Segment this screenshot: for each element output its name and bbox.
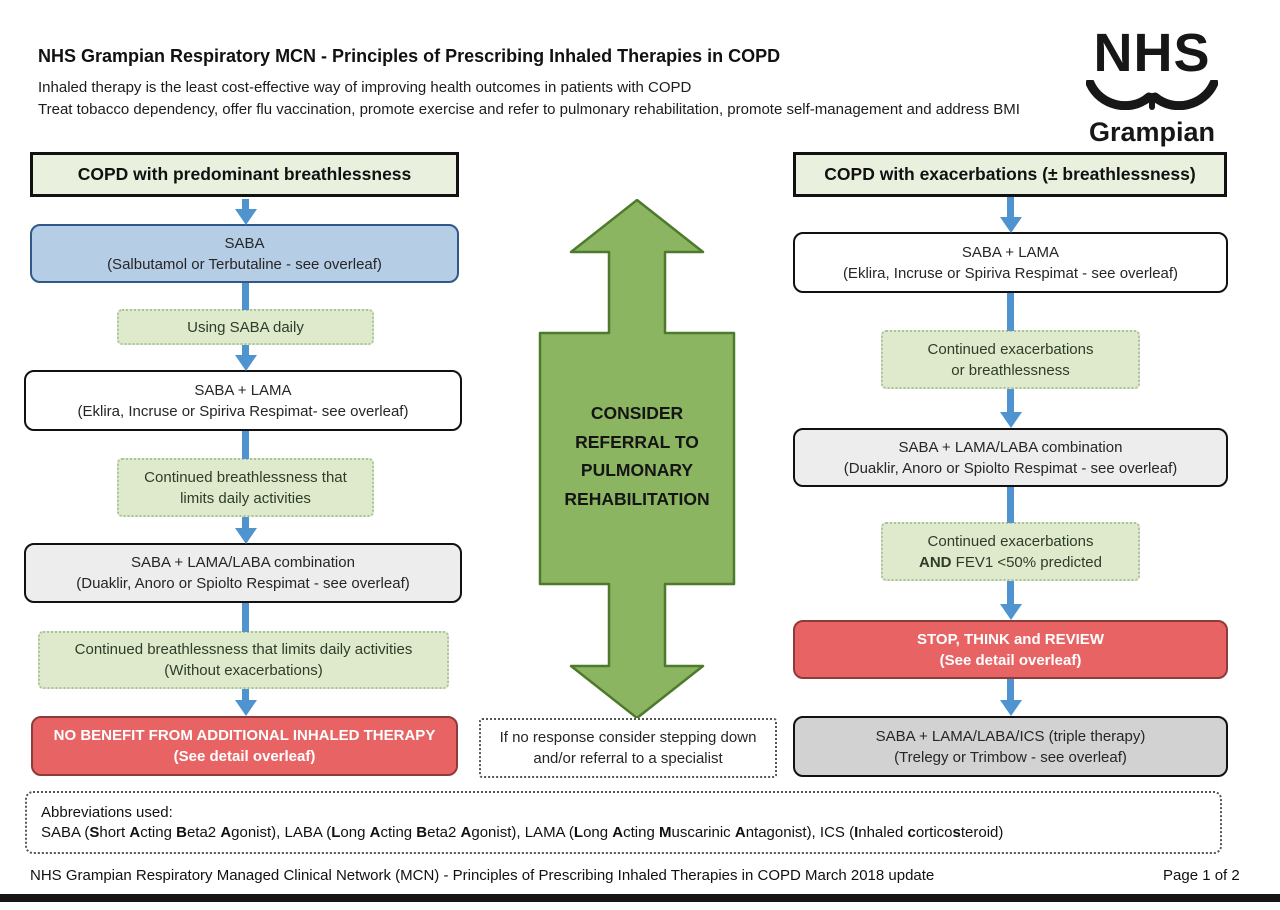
box-saba-lama-laba-right: SABA + LAMA/LABA combination (Duaklir, A… bbox=[793, 428, 1228, 487]
box-saba-lama-right-line1: SABA + LAMA bbox=[961, 243, 1060, 261]
footer-document-title: NHS Grampian Respiratory Managed Clinica… bbox=[30, 867, 935, 884]
left-column-header-label: COPD with predominant breathlessness bbox=[77, 164, 412, 184]
flow-connector bbox=[242, 199, 249, 210]
box-triple-therapy-line2: (Trelegy or Trimbow - see overleaf) bbox=[894, 748, 1127, 766]
footer-page-number: Page 1 of 2 bbox=[1163, 867, 1240, 884]
hint-using-saba-daily-label: Using SABA daily bbox=[187, 318, 304, 336]
flow-arrowhead-icon bbox=[235, 700, 257, 716]
hint-continued-breathlessness: Continued breathlessness that limits dai… bbox=[117, 458, 374, 517]
flow-connector bbox=[1007, 197, 1014, 218]
nhs-logo-text: NHS bbox=[1093, 23, 1211, 83]
hint-exacerbations-fev1: Continued exacerbations AND FEV1 <50% pr… bbox=[881, 522, 1140, 581]
box-saba-lama-left: SABA + LAMA (Eklira, Incruse or Spiriva … bbox=[24, 370, 462, 431]
flow-connector bbox=[242, 689, 249, 701]
hint-breathlessness-without-exacerbations-line1: Continued breathlessness that limits dai… bbox=[74, 641, 413, 658]
box-saba-line2: (Salbutamol or Terbutaline - see overlea… bbox=[107, 255, 382, 273]
pulmonary-rehab-label-line1: CONSIDER bbox=[590, 403, 684, 423]
right-column-header-label: COPD with exacerbations (± breathlessnes… bbox=[824, 164, 1196, 184]
flow-connector bbox=[242, 517, 249, 529]
pulmonary-rehab-label-line4: REHABILITATION bbox=[564, 488, 710, 509]
flow-arrowhead-icon bbox=[235, 528, 257, 544]
box-saba: SABA (Salbutamol or Terbutaline - see ov… bbox=[30, 224, 459, 283]
box-no-benefit-line1: NO BENEFIT FROM ADDITIONAL INHALED THERA… bbox=[53, 727, 436, 744]
flow-connector bbox=[1007, 389, 1014, 413]
hint-breathlessness-without-exacerbations: Continued breathlessness that limits dai… bbox=[38, 631, 449, 689]
box-saba-lama-laba-left-line2: (Duaklir, Anoro or Spiolto Respimat - se… bbox=[76, 575, 410, 592]
box-stop-think-line1: STOP, THINK and REVIEW bbox=[917, 630, 1104, 648]
hint-continued-breathlessness-line1: Continued breathlessness that bbox=[144, 468, 347, 486]
flow-arrowhead-icon bbox=[1000, 217, 1022, 233]
box-triple-therapy-line1: SABA + LAMA/LABA/ICS (triple therapy) bbox=[875, 727, 1146, 745]
abbreviations-heading: Abbreviations used: bbox=[41, 804, 173, 821]
pulmonary-rehab-label-line2: REFERRAL TO bbox=[575, 431, 699, 452]
box-saba-lama-left-line2: (Eklira, Incruse or Spiriva Respimat- se… bbox=[77, 402, 409, 420]
right-column-header: COPD with exacerbations (± breathlessnes… bbox=[793, 152, 1227, 197]
subtitle-line-1: Inhaled therapy is the least cost-effect… bbox=[38, 79, 692, 96]
box-no-benefit-warning: NO BENEFIT FROM ADDITIONAL INHALED THERA… bbox=[31, 716, 458, 776]
flow-arrowhead-icon bbox=[235, 355, 257, 371]
flow-connector bbox=[1007, 293, 1014, 331]
hint-exacerbations-fev1-line1: Continued exacerbations bbox=[927, 532, 1094, 550]
pulmonary-rehab-label-line3: PULMONARY bbox=[580, 460, 694, 480]
box-saba-lama-right: SABA + LAMA (Eklira, Incruse or Spiriva … bbox=[793, 232, 1228, 293]
hint-continued-exacerbations: Continued exacerbations or breathlessnes… bbox=[881, 330, 1140, 389]
flow-arrowhead-icon bbox=[235, 209, 257, 225]
box-saba-lama-right-line2: (Eklira, Incruse or Spiriva Respimat - s… bbox=[842, 264, 1179, 282]
flow-arrowhead-icon bbox=[1000, 604, 1022, 620]
flow-connector bbox=[1007, 487, 1014, 523]
abbreviations-box: Abbreviations used: SABA (Short Acting B… bbox=[25, 791, 1222, 854]
flow-connector bbox=[242, 431, 249, 459]
abbreviations-line: SABA (Short Acting Beta2 Agonist), LABA … bbox=[41, 824, 1004, 841]
box-no-response-advice: If no response consider stepping down an… bbox=[479, 718, 777, 778]
hint-continued-breathlessness-line2: limits daily activities bbox=[180, 489, 311, 507]
box-saba-lama-laba-right-line1: SABA + LAMA/LABA combination bbox=[898, 438, 1123, 456]
box-saba-lama-laba-left: SABA + LAMA/LABA combination (Duaklir, A… bbox=[24, 543, 462, 603]
subtitle-line-2: Treat tobacco dependency, offer flu vacc… bbox=[38, 101, 1020, 118]
flow-connector bbox=[1007, 581, 1014, 605]
box-no-benefit-line2: (See detail overleaf) bbox=[173, 748, 316, 765]
page-title: NHS Grampian Respiratory MCN - Principle… bbox=[38, 46, 781, 66]
bottom-page-edge-bar bbox=[0, 894, 1280, 902]
hint-continued-exacerbations-line2: or breathlessness bbox=[951, 361, 1070, 379]
pulmonary-rehab-label: CONSIDER REFERRAL TO PULMONARY REHABILIT… bbox=[548, 399, 726, 513]
box-triple-therapy: SABA + LAMA/LABA/ICS (triple therapy) (T… bbox=[793, 716, 1228, 777]
nhs-logo-swoosh-icon bbox=[1085, 78, 1219, 111]
hint-exacerbations-fev1-line2: AND FEV1 <50% predicted bbox=[918, 553, 1102, 571]
flow-connector bbox=[1007, 679, 1014, 701]
hint-using-saba-daily: Using SABA daily bbox=[117, 309, 374, 345]
left-column-header: COPD with predominant breathlessness bbox=[30, 152, 459, 197]
hint-breathlessness-without-exacerbations-line2: (Without exacerbations) bbox=[164, 662, 323, 679]
flow-connector bbox=[242, 345, 249, 356]
box-saba-lama-laba-left-line1: SABA + LAMA/LABA combination bbox=[131, 554, 355, 571]
box-stop-think-review: STOP, THINK and REVIEW (See detail overl… bbox=[793, 620, 1228, 679]
flow-arrowhead-icon bbox=[1000, 412, 1022, 428]
box-no-response-line2: and/or referral to a specialist bbox=[533, 750, 723, 767]
flow-connector bbox=[242, 283, 249, 310]
flow-arrowhead-icon bbox=[1000, 700, 1022, 716]
box-no-response-line1: If no response consider stepping down bbox=[499, 729, 757, 746]
box-stop-think-line2: (See detail overleaf) bbox=[939, 651, 1082, 669]
flow-connector bbox=[242, 603, 249, 632]
nhs-grampian-logo: NHS Grampian bbox=[1082, 26, 1222, 148]
hint-continued-exacerbations-line1: Continued exacerbations bbox=[927, 340, 1094, 358]
box-saba-lama-left-line1: SABA + LAMA bbox=[194, 381, 292, 399]
grampian-logo-text: Grampian bbox=[1088, 117, 1216, 147]
box-saba-lama-laba-right-line2: (Duaklir, Anoro or Spiolto Respimat - se… bbox=[843, 459, 1178, 477]
box-saba-line1: SABA bbox=[224, 234, 265, 252]
